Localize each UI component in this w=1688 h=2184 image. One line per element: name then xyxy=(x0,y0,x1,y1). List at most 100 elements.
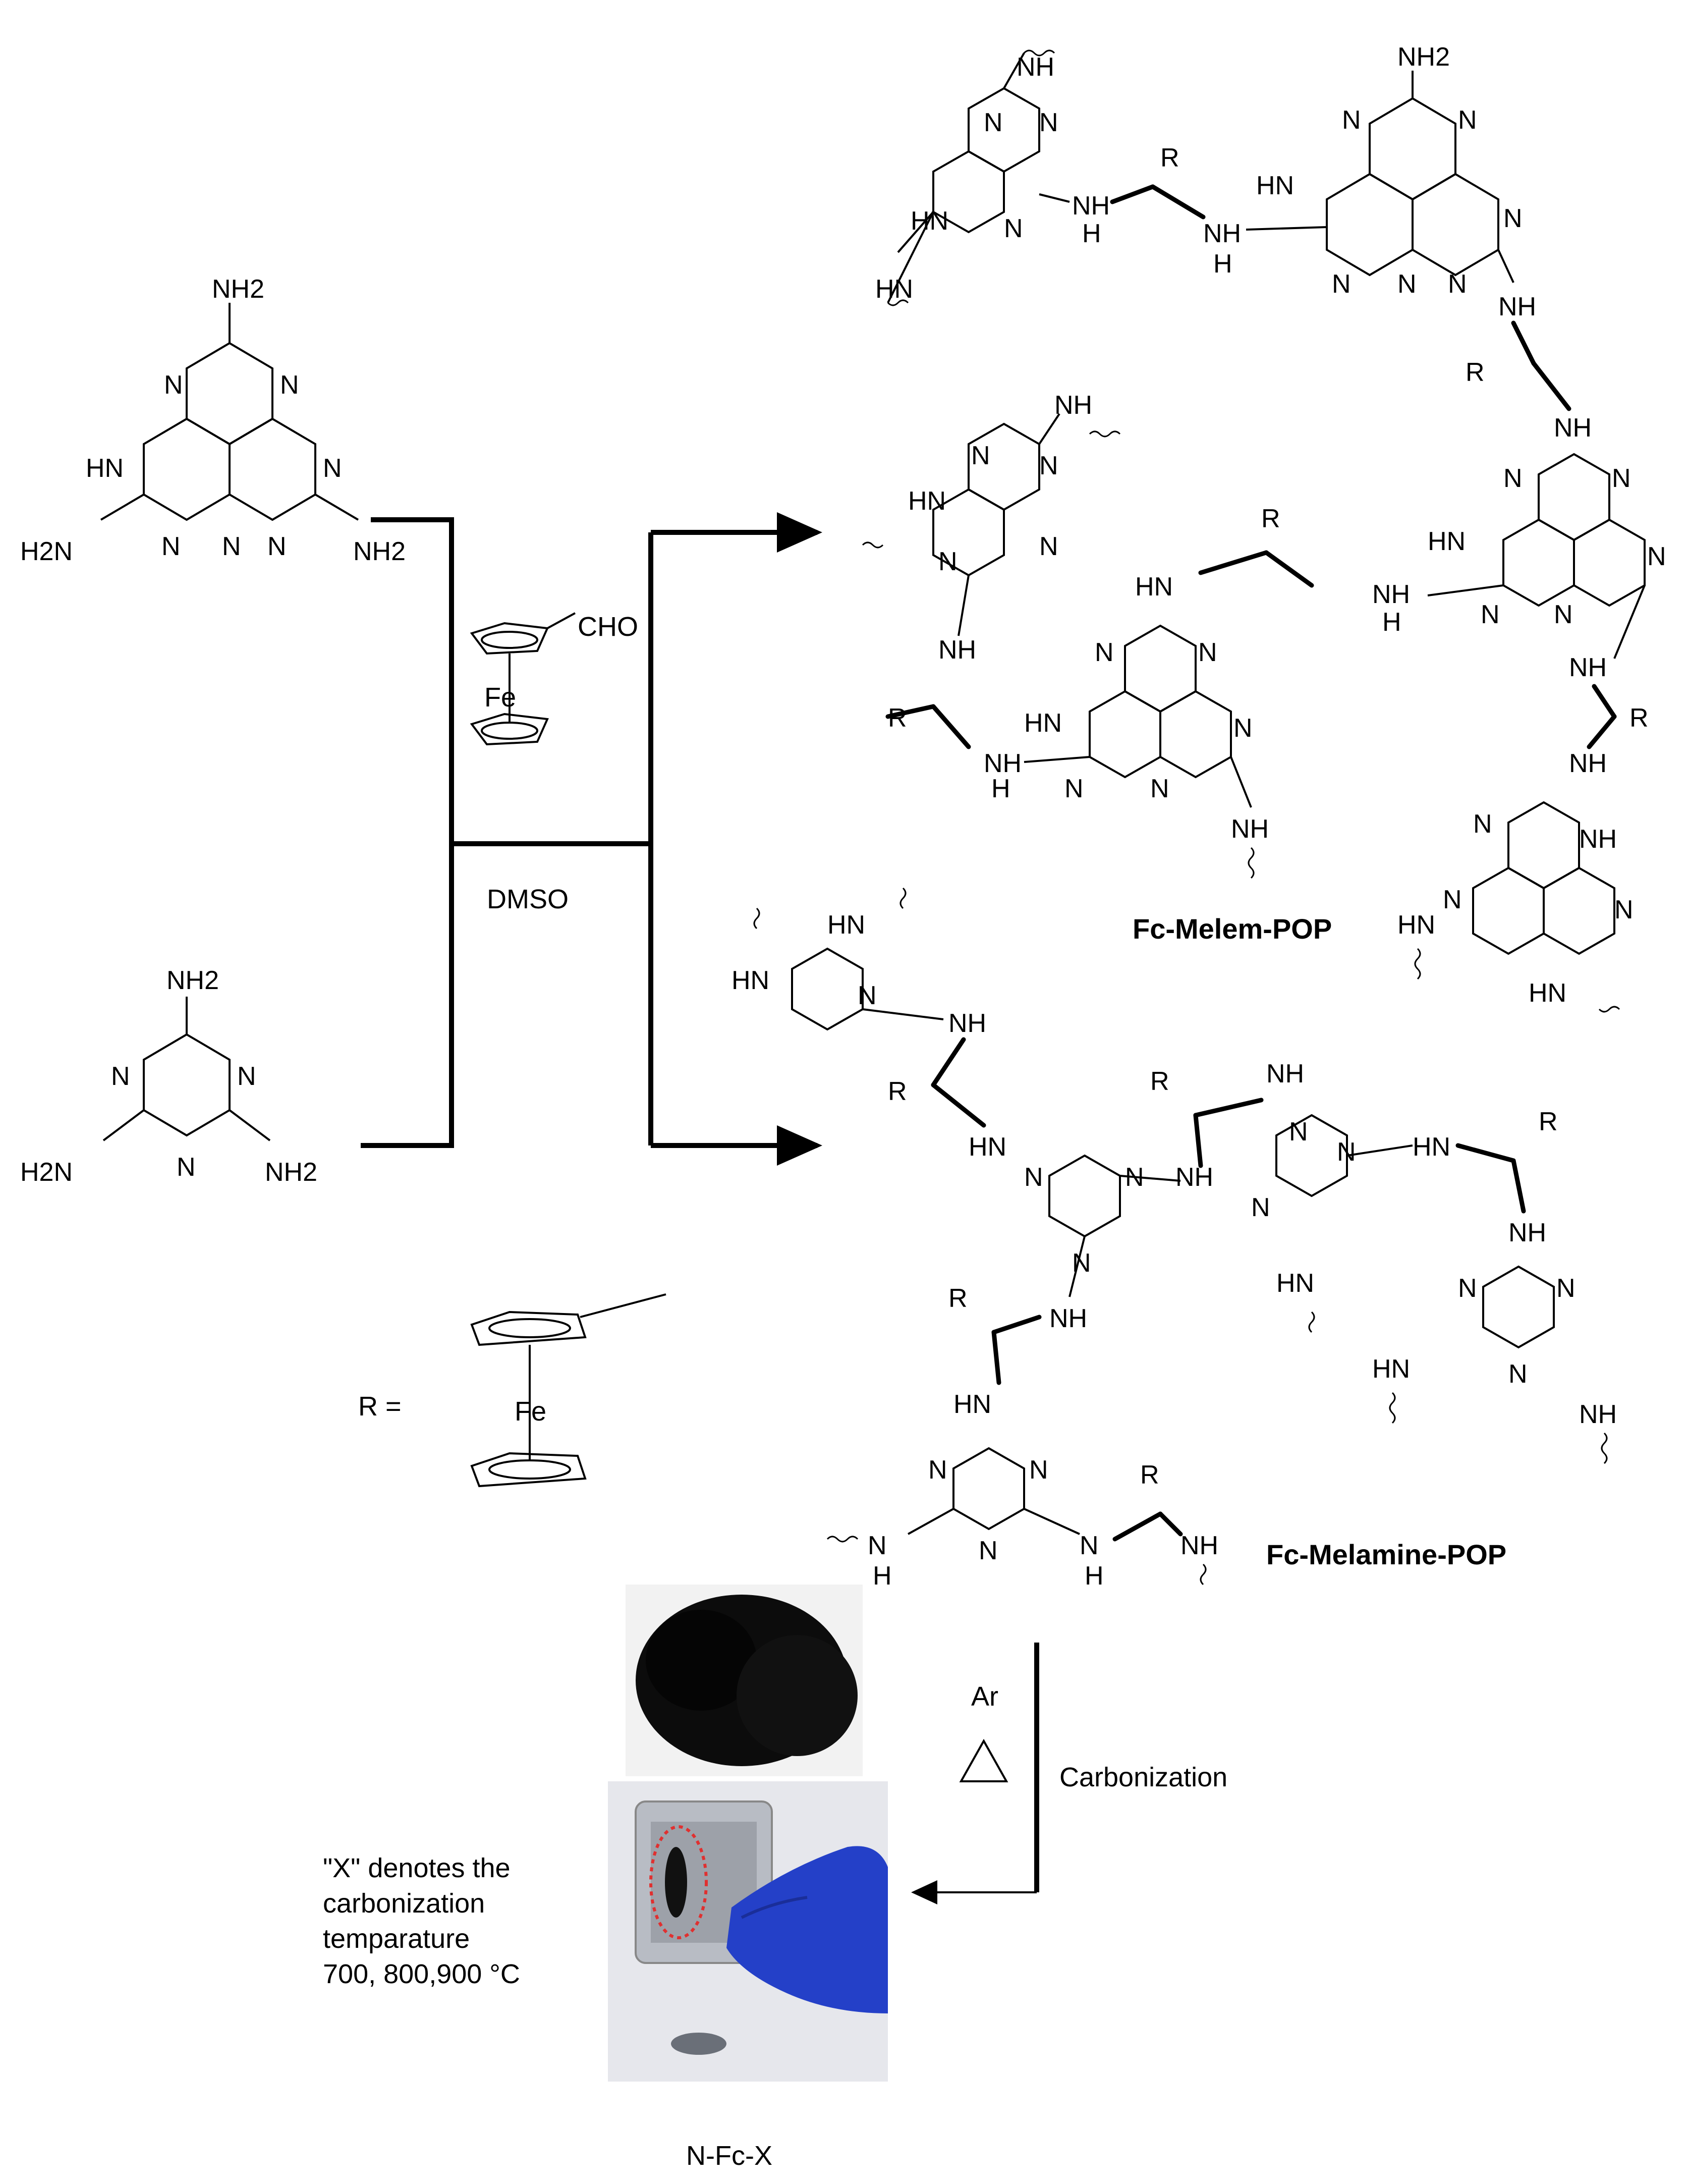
melem-n-1: N xyxy=(164,370,183,400)
melamine-pop-n-e: N xyxy=(1337,1137,1356,1167)
melem-pop-n-y: N xyxy=(1443,885,1462,914)
melamine-pop-r-2: R xyxy=(1150,1067,1169,1096)
melem-n-4: N xyxy=(161,532,181,561)
ferrocene-aldehyde: CHO Fe DMSO xyxy=(470,612,638,914)
melem-pop-h-l1: H xyxy=(991,774,1010,803)
melem-pop-n-g: N xyxy=(1332,269,1351,299)
carbonization-label: Carbonization xyxy=(1059,1762,1227,1792)
melem-pop-nh-tl: NH xyxy=(1054,391,1092,420)
melamine-pop-nh-r: NH xyxy=(1579,1400,1617,1429)
melamine-pop-n-h: N xyxy=(1556,1274,1576,1303)
melamine-pop-n-i: N xyxy=(1508,1359,1528,1389)
melamine-molecule: NH2 N N H2N N NH2 xyxy=(20,966,317,1187)
r-equals-label: R = xyxy=(358,1391,402,1422)
melamine-pop-nh-3: NH xyxy=(1266,1059,1304,1088)
melem-pop-n-a: N xyxy=(984,108,1003,137)
melem-pop-n-u: N xyxy=(1039,451,1058,480)
melem-pop-n-k: N xyxy=(1612,464,1631,493)
melamine-n-3: N xyxy=(177,1153,196,1182)
melamine-pop-hn-u: HN xyxy=(1276,1269,1314,1298)
note-line-4: 700, 800,900 °C xyxy=(323,1959,520,1989)
melamine-pop-n-d: N xyxy=(1289,1117,1308,1146)
melem-pop-nh-link2: NH xyxy=(1203,219,1241,248)
melamine-n-2: N xyxy=(237,1062,256,1091)
melem-pop-hn-b: HN xyxy=(875,275,913,304)
product-vial-photo xyxy=(608,1781,888,2082)
melem-pop-n-s: N xyxy=(1150,774,1169,803)
melamine-pop-nh-7: N xyxy=(1080,1531,1099,1560)
melamine-pop-hn-t1: HN xyxy=(732,966,769,995)
melem-n-6: N xyxy=(267,532,287,561)
melem-pop-h-m1: H xyxy=(1382,608,1401,637)
melem-pop-nh-r2: NH xyxy=(1569,749,1607,778)
melem-pop-nh-x: NH xyxy=(1579,825,1617,854)
melamine-amine-left: H2N xyxy=(20,1158,73,1187)
melamine-pop-nh-8: NH xyxy=(1180,1531,1218,1560)
melem-pop-h-link1: H xyxy=(1082,219,1101,248)
product-label: N-Fc-X xyxy=(686,2141,772,2171)
melamine-pop-hn-r: HN xyxy=(1372,1354,1410,1384)
melem-pop-nh-c2: NH xyxy=(1554,413,1592,443)
melem-n-5: N xyxy=(222,532,241,561)
melamine-pop-n-t: N xyxy=(858,981,877,1010)
melem-pop-hn-a: HN xyxy=(911,206,948,236)
gas-label: Ar xyxy=(971,1681,998,1712)
melem-pop-nh-link1: NH xyxy=(1072,191,1110,221)
carbonization-step: Ar Carbonization "X" denotes the carboni… xyxy=(323,1643,1227,2171)
melem-pop-network: NH N N HN N HN NH H R NH H NH2 N N HN N … xyxy=(862,42,1666,1013)
melem-pop-n-z: N xyxy=(1614,895,1634,924)
melem-pop-nh-top: NH xyxy=(1017,52,1054,82)
note-line-2: carbonization xyxy=(323,1888,485,1919)
melem-pop-n-d: N xyxy=(1342,105,1361,135)
melamine-pop-n-f: N xyxy=(1251,1193,1270,1222)
melem-pop-name: Fc-Melem-POP xyxy=(1133,913,1332,945)
melem-pop-n-j: N xyxy=(1503,464,1523,493)
melamine-pop-r-3: R xyxy=(1539,1107,1558,1136)
melem-n-2: N xyxy=(280,370,299,400)
blue-glove xyxy=(726,1846,888,2013)
melem-pop-r-1: R xyxy=(1160,143,1179,173)
melem-pop-nh-bot: NH xyxy=(1231,814,1269,844)
melamine-pop-nh-2: NH xyxy=(1175,1163,1213,1192)
melem-amine-top: NH2 xyxy=(212,275,264,304)
melem-molecule: NH2 N N HN N H2N N N N NH2 xyxy=(20,275,406,566)
melamine-pop-hn-2: HN xyxy=(1413,1132,1450,1162)
melem-amine-right: NH2 xyxy=(353,537,406,566)
melamine-n-1: N xyxy=(111,1062,130,1091)
melamine-pop-h-7: H xyxy=(1085,1561,1104,1591)
melem-pop-n-h: N xyxy=(1397,269,1417,299)
melamine-pop-n-k: N xyxy=(1029,1455,1048,1485)
melem-pop-n-b: N xyxy=(1039,108,1058,137)
melem-pop-n-p: N xyxy=(1198,638,1217,667)
melem-pop-n-q: N xyxy=(1233,714,1253,743)
melem-pop-n-r: N xyxy=(1064,774,1084,803)
melamine-amine-top: NH2 xyxy=(166,966,219,995)
r-iron-label: Fe xyxy=(515,1396,546,1427)
iron-label: Fe xyxy=(484,682,516,713)
reaction-lines xyxy=(361,512,822,1166)
melem-pop-nh-m1: NH xyxy=(1372,580,1410,609)
melamine-pop-hn-1: HN xyxy=(969,1132,1006,1162)
melem-pop-hn-e: HN xyxy=(1024,708,1062,738)
melem-pop-hn-d: HN xyxy=(1428,527,1466,556)
r-definition: R = Fe xyxy=(358,1293,666,1488)
melem-pop-r-3: R xyxy=(1261,504,1280,533)
melamine-pop-nh-6: N xyxy=(868,1531,887,1560)
melem-pop-nh-r1: NH xyxy=(1569,653,1607,682)
melem-pop-r-2: R xyxy=(1466,358,1485,387)
melamine-pop-nh-1: NH xyxy=(948,1009,986,1038)
melamine-pop-hn-5: HN xyxy=(953,1390,991,1419)
melamine-pop-n-g: N xyxy=(1458,1274,1477,1303)
melem-pop-hn-tl: HN xyxy=(908,486,946,516)
melem-pop-nh2: NH2 xyxy=(1397,42,1450,72)
melamine-pop-h-6: H xyxy=(873,1561,892,1591)
melem-pop-nh-c1: NH xyxy=(1498,292,1536,321)
melamine-pop-nh-4: NH xyxy=(1508,1218,1546,1247)
melamine-amine-right: NH2 xyxy=(265,1158,317,1187)
melem-pop-n-n: N xyxy=(1554,600,1573,629)
melem-pop-n-e: N xyxy=(1458,105,1477,135)
melem-pop-r-5: R xyxy=(1629,703,1649,733)
melamine-pop-r-1: R xyxy=(888,1077,907,1106)
melem-pop-hn-br: HN xyxy=(1397,910,1435,940)
